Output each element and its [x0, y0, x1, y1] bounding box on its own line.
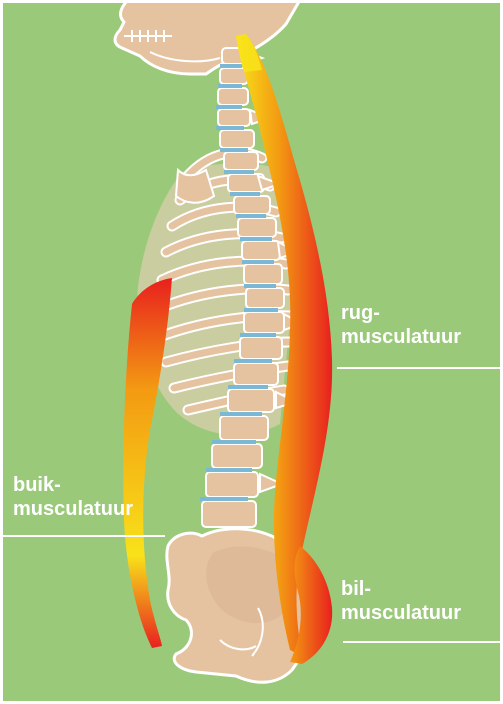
- gluteal-muscles-leader-line: [343, 641, 503, 643]
- skull: [115, 0, 300, 74]
- back-muscles-label-line1: rug-: [341, 301, 461, 325]
- gluteal-muscles-label-line1: bil-: [341, 577, 461, 601]
- back-muscles-label: rug- musculatuur: [341, 301, 461, 349]
- gluteal-muscles-label: bil- musculatuur: [341, 577, 461, 625]
- back-muscles-label-line2: musculatuur: [341, 325, 461, 349]
- abdominal-muscle: [123, 278, 172, 648]
- abdominal-muscles-label-line1: buik-: [13, 473, 133, 497]
- back-muscles-leader-line: [337, 367, 503, 369]
- abdominal-muscles-leader-line: [0, 535, 165, 537]
- gluteal-muscles-label-line2: musculatuur: [341, 601, 461, 625]
- abdominal-muscles-label: buik- musculatuur: [13, 473, 133, 521]
- abdominal-muscles-label-line2: musculatuur: [13, 497, 133, 521]
